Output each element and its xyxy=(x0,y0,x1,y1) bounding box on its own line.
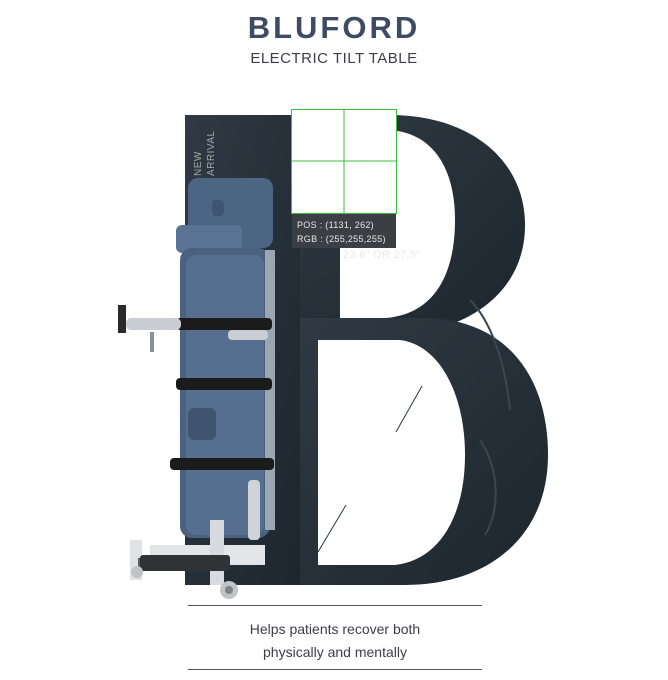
size-spec: 23.6" OR 27.5" xyxy=(343,249,421,261)
divider-bottom xyxy=(188,669,482,670)
color-picker-tooltip: POS : (1131, 262) RGB : (255,255,255) xyxy=(292,214,396,248)
letter-label: ELECTRIC TILT TABLE xyxy=(344,444,412,504)
letter-label-line-3: TABLE xyxy=(344,486,387,501)
color-picker-grid xyxy=(291,109,397,214)
rgb-readout: RGB : (255,255,255) xyxy=(297,234,386,244)
divider-top xyxy=(188,605,482,606)
tagline-line-2: physically and mentally xyxy=(263,644,407,660)
brand-title: BLUFORD xyxy=(247,10,421,45)
letter-label-line-2: TILT xyxy=(344,466,372,481)
product-subtitle: ELECTRIC TILT TABLE xyxy=(250,50,418,67)
tagline-line-1: Helps patients recover both xyxy=(249,621,421,637)
decorative-diagonals xyxy=(317,385,423,553)
pos-readout: POS : (1131, 262) xyxy=(297,220,374,230)
tagline: Helps patients recover both physically a… xyxy=(188,618,482,664)
letter-label-line-1: ELECTRIC xyxy=(344,446,413,461)
